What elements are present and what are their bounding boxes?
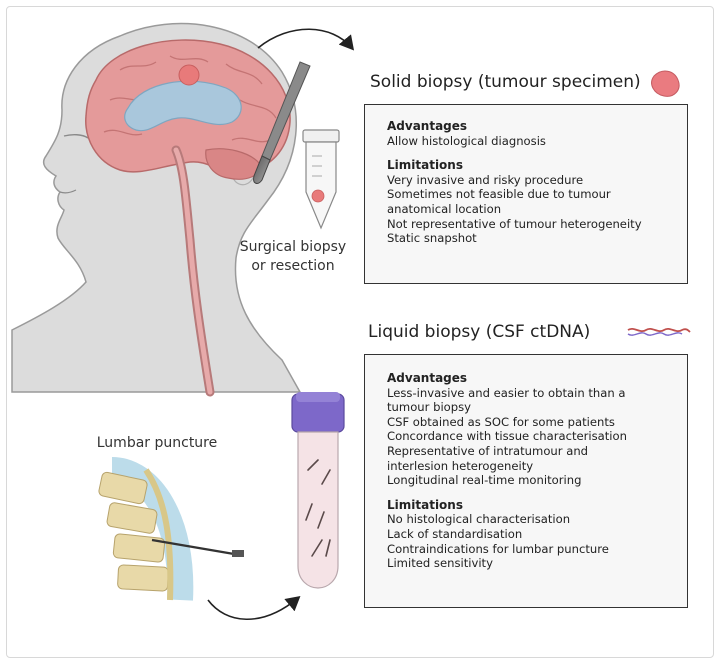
list-item: Sometimes not feasible due to tumour ana… [387, 187, 611, 216]
surgical-biopsy-caption: Surgical biopsy or resection [239, 239, 347, 274]
list-item: Allow histological diagnosis [387, 133, 546, 148]
liquid-biopsy-heading: Liquid biopsy (CSF ctDNA) [368, 322, 591, 342]
list-item: No histological characterisation [387, 512, 571, 527]
lumbar-puncture-caption: Lumbar puncture [96, 435, 218, 451]
dna-fragment-icon [627, 327, 691, 336]
list-item: Lack of standardisation [387, 526, 523, 541]
brain-illustration [85, 39, 291, 397]
arrow-to-solid-biopsy [257, 28, 355, 51]
list-item: Less-invasive and easier to obtain than … [387, 385, 626, 415]
solid-biopsy-box: Advantages Allow histological diagnosis … [364, 104, 688, 284]
list-item: Static snapshot [387, 231, 477, 246]
tumour-mark [178, 64, 200, 86]
list-item: CSF obtained as SOC for some patients [387, 414, 615, 429]
liquid-limitations-title: Limitations [387, 497, 463, 512]
solid-advantages-title: Advantages [387, 119, 468, 133]
solid-limitations-title: Limitations [387, 158, 463, 173]
scalpel-icon [253, 61, 311, 184]
list-item: Concordance with tissue characterisation [387, 429, 627, 444]
solid-biopsy-heading: Solid biopsy (tumour specimen) [370, 72, 641, 92]
spine-illustration [98, 457, 244, 601]
list-item: Very invasive and risky procedure [387, 172, 584, 187]
liquid-biopsy-box: Advantages Less-invasive and easier to o… [364, 354, 688, 608]
list-item: Contraindications for lumbar puncture [387, 541, 609, 556]
list-item: Longitudinal real-time monitoring [387, 473, 582, 488]
list-item: Representative of intratumour and interl… [387, 443, 589, 473]
tumour-specimen-icon [651, 70, 680, 97]
list-item: Not representative of tumour heterogenei… [387, 216, 642, 231]
list-item: Limited sensitivity [387, 556, 493, 571]
arrow-to-liquid-biopsy [207, 595, 301, 620]
specimen-tube-icon [302, 129, 340, 230]
liquid-advantages-title: Advantages [387, 371, 468, 385]
csf-tube-icon [291, 392, 345, 589]
